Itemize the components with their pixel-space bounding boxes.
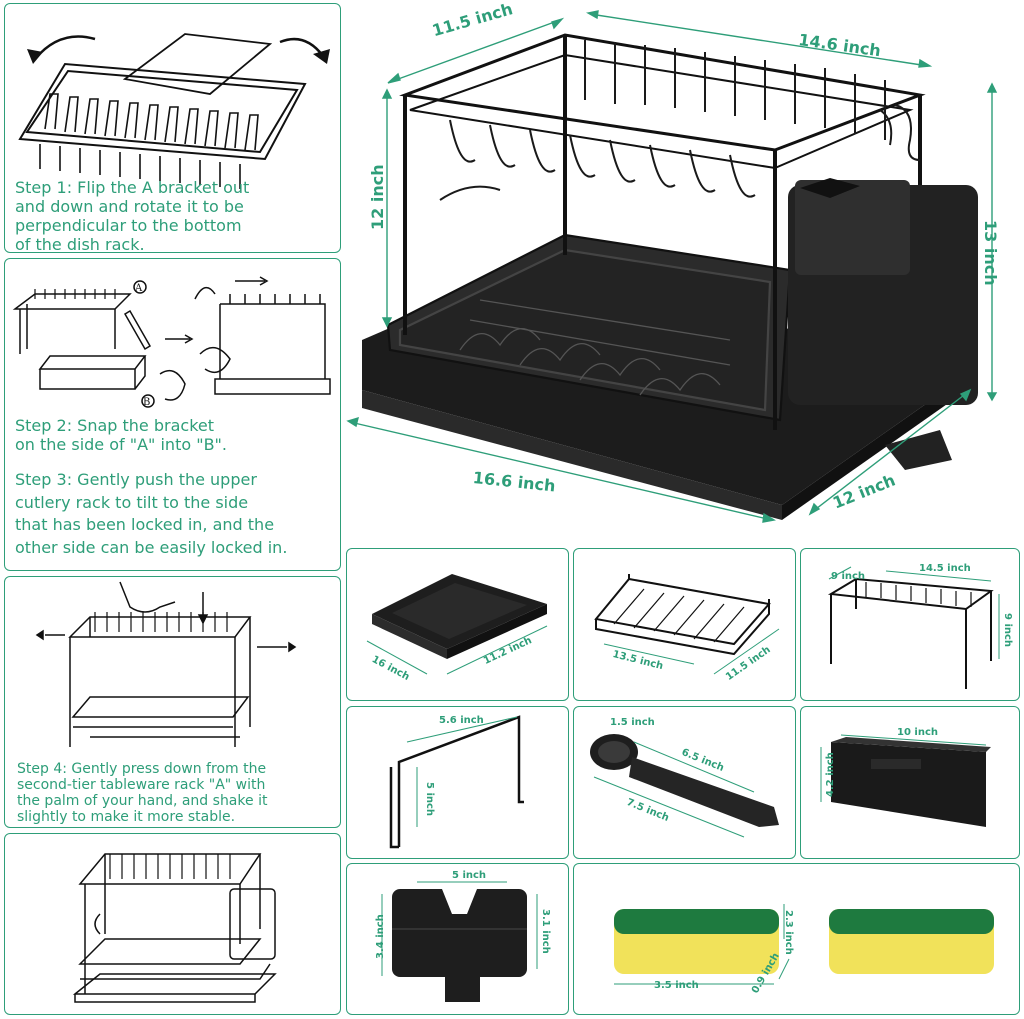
step2-illustration: A B bbox=[12, 276, 331, 408]
part-spout: 1.5 inch 6.5 inch 7.5 inch bbox=[573, 706, 796, 859]
hook-icon bbox=[389, 715, 524, 849]
part-upper-rack: 9 inch 14.5 inch 9 inch bbox=[800, 548, 1020, 701]
upper-rack-width: 14.5 inch bbox=[919, 563, 971, 574]
cup-icon bbox=[820, 734, 991, 827]
dim-upper-height: 12 inch bbox=[368, 164, 387, 230]
step4-text: Step 4: Gently press down from the secon… bbox=[17, 761, 268, 825]
sponge-length: 3.5 inch bbox=[654, 980, 699, 991]
upper-rack-depth: 9 inch bbox=[831, 571, 866, 582]
assembled-rack-illustration bbox=[72, 853, 277, 1003]
step4-panel: Step 4: Gently press down from the secon… bbox=[4, 576, 341, 828]
sponges-icon bbox=[614, 904, 994, 985]
part-drip-tray: 16 inch 11.2 inch bbox=[346, 548, 569, 701]
spout-diameter: 1.5 inch bbox=[610, 717, 655, 728]
part-hook: 5.6 inch 5 inch bbox=[346, 706, 569, 859]
label-b: B bbox=[143, 397, 150, 408]
utensil-holder-icon bbox=[381, 881, 538, 1002]
step1-panel: Step 1: Flip the A bracket out and down … bbox=[4, 3, 341, 253]
spout-icon bbox=[590, 734, 779, 838]
cup-length: 10 inch bbox=[897, 727, 938, 738]
drip-tray-icon bbox=[366, 574, 548, 675]
utensil-holder-height-left: 3.4 inch bbox=[375, 914, 386, 959]
step1-text: Step 1: Flip the A bracket out and down … bbox=[15, 178, 250, 253]
dim-total-height: 13 inch bbox=[981, 220, 1000, 286]
step1-illustration bbox=[18, 33, 330, 189]
drain-spout bbox=[885, 430, 952, 470]
step2-3-panel: A B Step 2: Snap the bracket on the side… bbox=[4, 258, 341, 571]
hook-height: 5 inch bbox=[424, 782, 435, 817]
step2-text: Step 2: Snap the bracket on the side of … bbox=[15, 416, 227, 454]
upper-rack-icon bbox=[827, 566, 1000, 689]
utensil-holder-width: 5 inch bbox=[452, 870, 487, 881]
utensil-holder-height-right: 3.1 inch bbox=[540, 909, 551, 954]
part-sponges: 3.5 inch 2.3 inch 0.9 inch bbox=[573, 863, 1020, 1015]
lower-basket-icon bbox=[594, 574, 780, 675]
upper-rack-height: 9 inch bbox=[1002, 613, 1013, 648]
assembled-panel bbox=[4, 833, 341, 1015]
part-utensil-holder: 5 inch 3.4 inch 3.1 inch bbox=[346, 863, 569, 1015]
part-cup: 10 inch 4.2 inch bbox=[800, 706, 1020, 859]
knife-block bbox=[795, 180, 910, 275]
step3-text: Step 3: Gently push the upper cutlery ra… bbox=[15, 470, 288, 557]
label-a: A bbox=[134, 283, 143, 294]
main-product-illustration bbox=[346, 10, 998, 523]
part-lower-basket: 13.5 inch 11.5 inch bbox=[573, 548, 796, 701]
step4-illustration bbox=[35, 581, 297, 747]
hook-width: 5.6 inch bbox=[439, 715, 484, 726]
sponge-width: 2.3 inch bbox=[783, 910, 794, 955]
cup-height: 4.2 inch bbox=[825, 752, 836, 797]
